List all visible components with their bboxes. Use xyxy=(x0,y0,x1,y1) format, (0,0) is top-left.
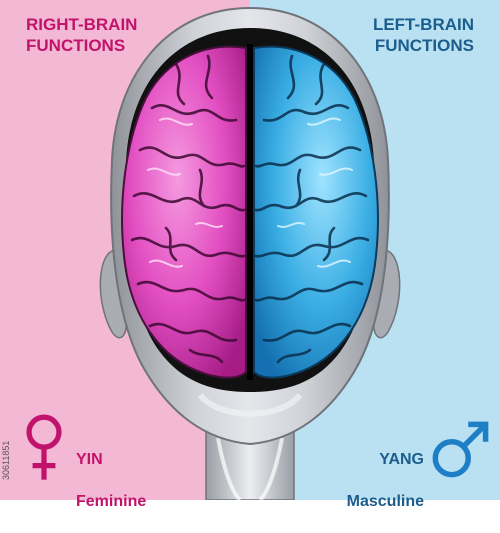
head-illustration xyxy=(99,6,401,500)
yang-title: YANG xyxy=(379,451,424,468)
left-brain-functions-heading: LEFT-BRAIN FUNCTIONS xyxy=(372,15,474,55)
right-hemisphere-pink xyxy=(121,45,247,379)
left-hemisphere-blue xyxy=(253,45,379,379)
feminine-subtitle: Feminine xyxy=(76,493,147,510)
female-symbol-icon xyxy=(26,414,62,480)
right-brain-functions-heading: RIGHT-BRAIN FUNCTIONS xyxy=(26,15,138,55)
male-symbol-icon xyxy=(432,421,489,478)
yang-masculine-label: YANG Masculine xyxy=(347,428,424,533)
watermark-id-text: 30611851 xyxy=(1,440,11,480)
right-ear xyxy=(372,249,401,339)
watermark-id: 30611851 xyxy=(1,392,15,482)
left-ear xyxy=(99,249,128,339)
yin-feminine-label: YIN Feminine xyxy=(76,428,146,533)
masculine-subtitle: Masculine xyxy=(346,493,424,510)
yin-title: YIN xyxy=(76,451,103,468)
